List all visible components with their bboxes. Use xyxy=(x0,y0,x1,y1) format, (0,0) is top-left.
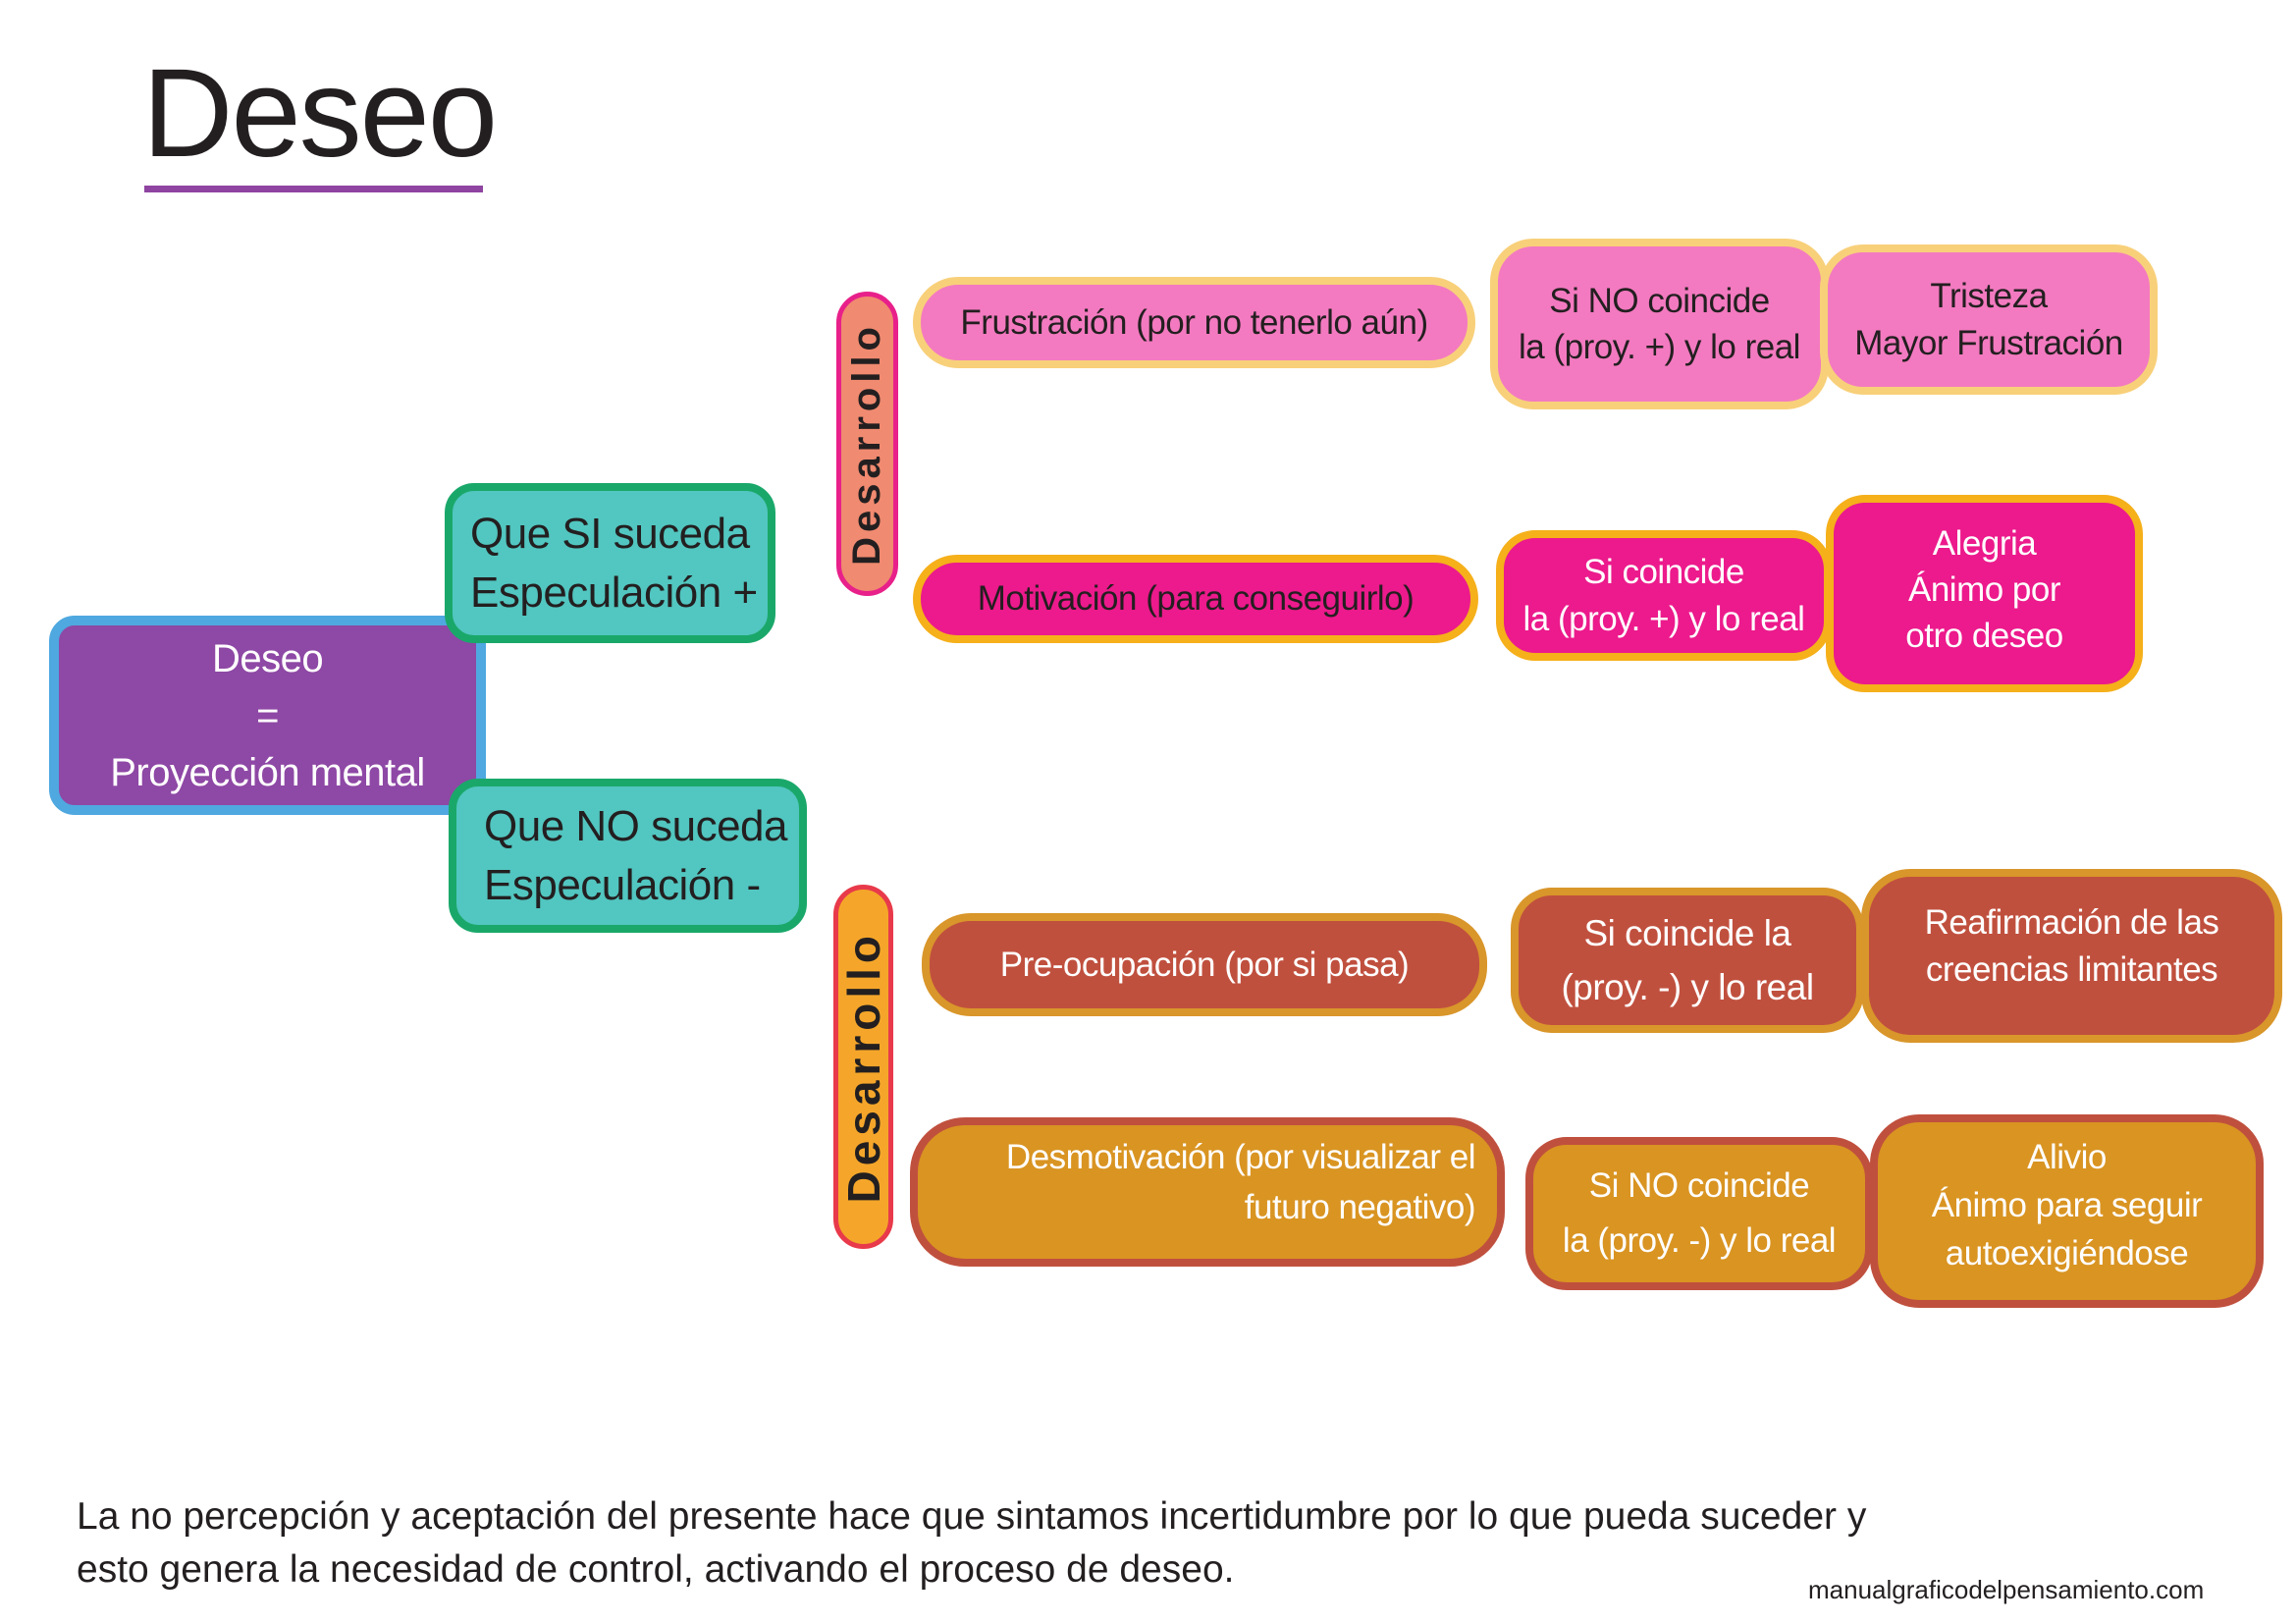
node-alegria: Alegria Ánimo por otro deseo xyxy=(1826,495,2143,692)
desarrollo-label-negative: Desarrollo xyxy=(833,885,893,1249)
source-url: manualgraficodelpensamiento.com xyxy=(1808,1575,2205,1604)
node-text: autoexigiéndose xyxy=(1945,1234,2189,1272)
branch-que-si-suceda: Que SI suceda Especulación + xyxy=(445,483,775,643)
footer-line: esto genera la necesidad de control, act… xyxy=(77,1547,1235,1591)
desarrollo-label-positive: Desarrollo xyxy=(836,292,898,596)
node-text: otro deseo xyxy=(1905,617,2063,656)
node-si-coincide-negative: Si coincide la (proy. -) y lo real xyxy=(1511,888,1864,1033)
node-motivacion: Motivación (para conseguirlo) xyxy=(913,555,1478,643)
node-text: Reafirmación de las xyxy=(1924,903,2219,943)
footer-note: La no percepción y aceptación del presen… xyxy=(77,1490,1866,1597)
node-si-no-coincide-negative: Si NO coincide la (proy. -) y lo real xyxy=(1525,1137,1873,1290)
node-text: Motivación (para conseguirlo) xyxy=(977,579,1415,619)
node-text: Si NO coincide xyxy=(1549,281,1770,320)
node-si-no-coincide-positive: Si NO coincide la (proy. +) y lo real xyxy=(1490,239,1829,409)
branch-line: Que NO suceda xyxy=(484,802,788,851)
desarrollo-text: Desarrollo xyxy=(845,322,888,566)
node-desmotivacion: Desmotivación (por visualizar el futuro … xyxy=(910,1117,1505,1267)
title-underline xyxy=(144,186,483,192)
node-text: la (proy. +) y lo real xyxy=(1522,599,1805,638)
node-text: Si NO coincide xyxy=(1588,1166,1810,1205)
node-text: la (proy. +) y lo real xyxy=(1519,328,1800,366)
branch-line: Especulación - xyxy=(484,860,761,909)
node-text: futuro negativo) xyxy=(1244,1188,1476,1226)
node-preocupacion: Pre-ocupación (por si pasa) xyxy=(922,913,1487,1016)
desarrollo-text: Desarrollo xyxy=(837,930,889,1204)
node-text: Frustración (por no tenerlo aún) xyxy=(960,302,1428,342)
root-node: Deseo = Proyección mental xyxy=(49,616,486,815)
page-title: Deseo xyxy=(142,43,498,184)
branch-que-no-suceda: Que NO suceda Especulación - xyxy=(449,779,807,933)
node-text: Alivio xyxy=(2027,1138,2107,1176)
node-tristeza: Tristeza Mayor Frustración xyxy=(1820,244,2158,395)
node-text: Si coincide xyxy=(1583,553,1744,592)
footer-line: La no percepción y aceptación del presen… xyxy=(77,1495,1867,1538)
node-text: creencias limitantes xyxy=(1925,949,2218,989)
node-text: Tristeza xyxy=(1930,277,2048,316)
node-text: Ánimo para seguir xyxy=(1931,1186,2203,1224)
node-text: Alegria xyxy=(1932,523,2037,563)
root-line: Deseo xyxy=(211,636,324,680)
root-line: = xyxy=(256,693,279,737)
node-text: Mayor Frustración xyxy=(1854,323,2123,362)
node-alivio: Alivio Ánimo para seguir autoexigiéndose xyxy=(1870,1114,2264,1308)
node-text: Ánimo por xyxy=(1907,569,2061,609)
node-text: (proy. -) y lo real xyxy=(1561,967,1814,1007)
branch-line: Especulación + xyxy=(470,568,758,617)
node-reafirmacion: Reafirmación de las creencias limitantes xyxy=(1861,869,2282,1043)
node-frustracion: Frustración (por no tenerlo aún) xyxy=(913,277,1475,368)
node-si-coincide-positive: Si coincide la (proy. +) y lo real xyxy=(1496,530,1832,661)
node-text: Pre-ocupación (por si pasa) xyxy=(999,945,1410,984)
node-text: la (proy. -) y lo real xyxy=(1562,1221,1837,1260)
branch-line: Que SI suceda xyxy=(470,510,750,559)
root-line: Proyección mental xyxy=(110,750,425,794)
node-text: Si coincide la xyxy=(1583,912,1791,953)
node-text: Desmotivación (por visualizar el xyxy=(1005,1138,1476,1177)
